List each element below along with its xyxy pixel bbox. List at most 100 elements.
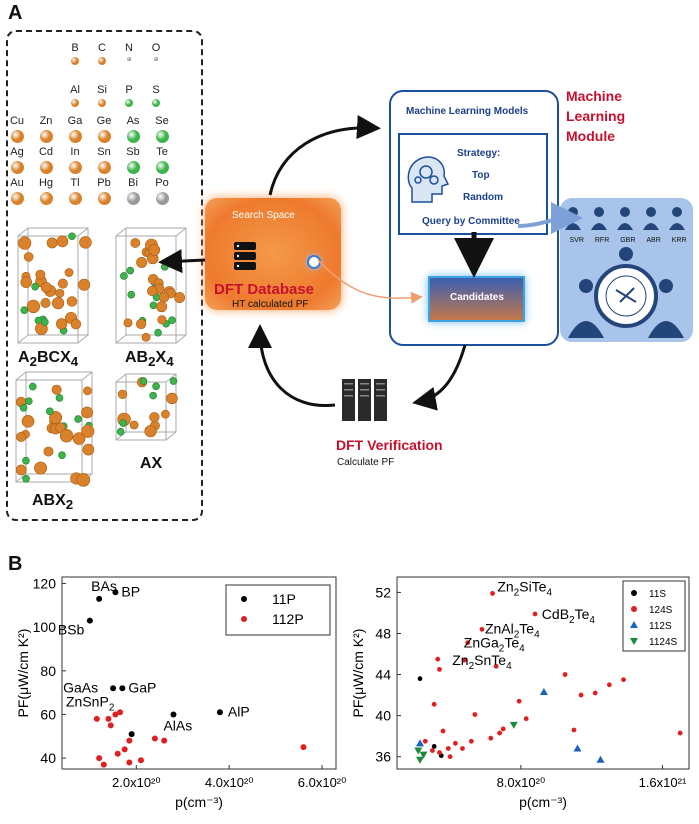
- cation-atom: [51, 384, 62, 395]
- element-po: Po: [155, 177, 169, 189]
- element-b: B: [71, 42, 79, 54]
- cation-atom: [136, 256, 148, 268]
- cation-atom: [56, 235, 69, 248]
- cation-atom: [56, 318, 68, 330]
- data-point: [509, 721, 518, 729]
- legend-label: 1124S: [649, 637, 678, 648]
- anion-atom: [149, 391, 157, 400]
- data-point: [431, 744, 437, 749]
- cation-atom: [157, 315, 167, 325]
- y-tick-label: 80: [40, 663, 56, 679]
- y-tick-label: 40: [375, 708, 391, 724]
- atom-icon-pb: [97, 192, 111, 205]
- element-n: N: [125, 42, 133, 54]
- data-point: [105, 715, 112, 722]
- element-cu: Cu: [9, 115, 25, 127]
- legend-marker: [630, 638, 638, 645]
- data-point: [110, 685, 117, 692]
- label-ax: AX: [140, 455, 163, 472]
- cation-atom: [76, 473, 91, 487]
- legend-marker: [241, 616, 247, 622]
- y-axis-label: PF(μW/cm K²): [15, 629, 31, 718]
- element-zn: Zn: [39, 115, 53, 127]
- anion-atom: [139, 377, 148, 385]
- cation-atom: [147, 285, 158, 297]
- committee-member-icon: [643, 207, 659, 230]
- data-point: [151, 735, 158, 742]
- legend-marker: [631, 590, 637, 596]
- data-point: [137, 757, 144, 764]
- data-point: [414, 747, 423, 755]
- cation-atom: [158, 292, 170, 303]
- data-point: [300, 744, 307, 751]
- data-point: [490, 591, 495, 596]
- cation-atom: [166, 392, 178, 405]
- data-point: [419, 751, 428, 759]
- cation-atom: [78, 278, 91, 291]
- data-point: [516, 698, 522, 704]
- x-tick-label: 6.0x10²⁰: [298, 775, 347, 790]
- element-te: Te: [156, 146, 168, 158]
- cation-atom: [59, 429, 74, 443]
- crystal-cell-0: [17, 227, 92, 344]
- legend-marker: [631, 606, 637, 612]
- element-sb: Sb: [126, 146, 140, 158]
- cation-atom: [72, 432, 86, 445]
- strategy-label: Strategy:: [457, 148, 501, 159]
- element-as: As: [126, 115, 140, 127]
- anion-atom: [22, 475, 30, 483]
- data-point: [523, 716, 529, 722]
- cation-atom: [144, 425, 157, 438]
- cation-atom: [20, 276, 32, 288]
- data-point: [592, 690, 598, 696]
- cation-atom: [55, 288, 65, 298]
- point-label: Zn2SnTe4: [452, 652, 512, 672]
- label-abx2: ABX2: [32, 492, 74, 513]
- arrow-db-to-candidates: [317, 259, 423, 304]
- flow-arrows: [158, 115, 583, 411]
- data-point: [93, 715, 100, 722]
- point-label: GaP: [128, 679, 156, 695]
- dft-verification-title: DFT Verification: [336, 437, 443, 453]
- atom-icon-o: [154, 57, 158, 61]
- anion-atom: [120, 272, 128, 280]
- point-label: ZnAl2Te4: [485, 620, 540, 640]
- data-point: [416, 739, 425, 747]
- data-point: [606, 682, 612, 688]
- point-label: BSb: [58, 622, 85, 638]
- anion-atom: [168, 316, 176, 325]
- element-au: Au: [10, 177, 24, 189]
- atom-icon-al: [71, 99, 79, 107]
- cation-atom: [21, 415, 35, 428]
- cation-atom: [130, 238, 141, 248]
- legend-marker: [241, 596, 247, 602]
- ml-module-line3: Module: [566, 128, 615, 144]
- element-c: C: [98, 42, 106, 54]
- cation-atom: [49, 411, 63, 425]
- element-al: Al: [70, 84, 80, 96]
- data-point: [96, 595, 103, 602]
- cation-atom: [117, 389, 128, 399]
- ai-head-icon: [407, 156, 450, 203]
- atom-icon-cu: [10, 130, 24, 143]
- dft-database-box: [205, 198, 341, 310]
- data-point: [96, 755, 103, 762]
- anion-atom: [28, 382, 37, 391]
- arrow-db-to-structures: [158, 249, 206, 274]
- cation-atom: [161, 409, 170, 419]
- data-point: [429, 748, 435, 753]
- element-ge: Ge: [96, 115, 112, 127]
- x-tick-label: 2.0x10²⁰: [112, 775, 161, 790]
- data-point: [114, 750, 121, 757]
- data-point: [479, 626, 485, 632]
- atom-icon-n: [127, 57, 131, 61]
- anion-atom: [68, 232, 76, 241]
- atom-icon-as: [126, 130, 140, 143]
- data-point: [86, 617, 93, 624]
- strategy-top: Top: [472, 170, 490, 181]
- cation-atom: [141, 332, 151, 342]
- cation-atom: [82, 443, 95, 456]
- committee-member-icon: [591, 207, 607, 230]
